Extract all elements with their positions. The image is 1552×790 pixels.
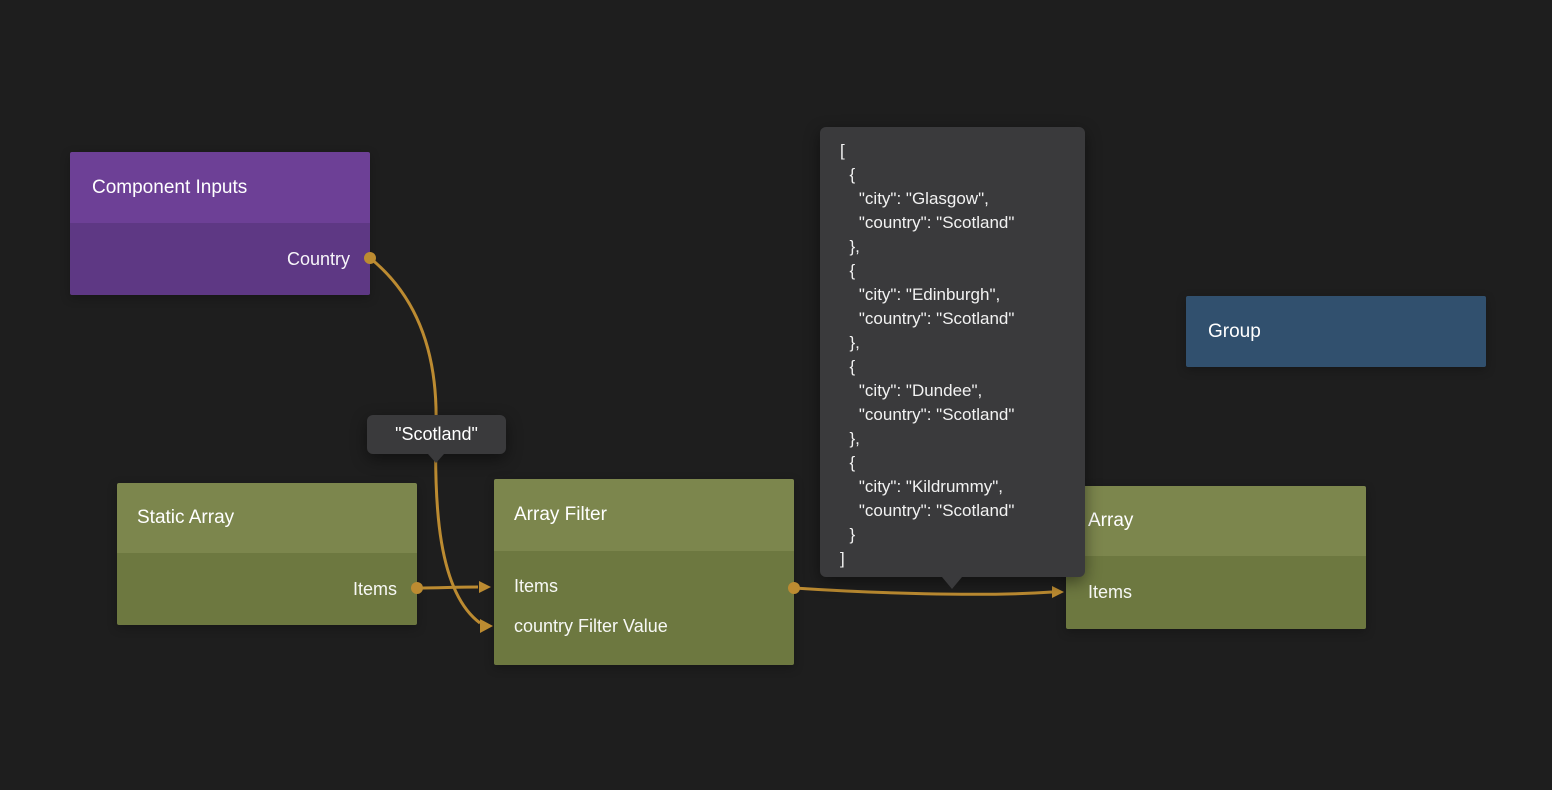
json-preview-text: [ { "city": "Glasgow", "country": "Scotl…	[840, 141, 1015, 568]
json-preview-tooltip: [ { "city": "Glasgow", "country": "Scotl…	[820, 127, 1085, 589]
node-header: Array	[1066, 486, 1366, 556]
json-tooltip-pointer	[942, 577, 962, 589]
node-body: Country	[70, 223, 370, 295]
port-country-filter-value-input[interactable]: country Filter Value	[494, 606, 794, 646]
port-label-country: Country	[286, 248, 350, 269]
node-component-inputs[interactable]: Component Inputs Country	[70, 152, 370, 295]
node-header: Array Filter	[494, 479, 794, 551]
value-tooltip-text: "Scotland"	[395, 424, 478, 444]
port-label-items: Items	[352, 578, 397, 599]
node-body: Items	[1066, 556, 1366, 629]
wire-static-array-to-filter-items[interactable]	[416, 585, 479, 590]
node-title: Static Array	[137, 507, 235, 528]
port-items-output[interactable]: Items	[117, 569, 417, 609]
port-country-output[interactable]: Country	[70, 239, 370, 279]
value-tooltip-pointer	[428, 454, 444, 463]
node-title: Array Filter	[514, 504, 607, 525]
node-title: Component Inputs	[92, 176, 248, 198]
arrowhead-filter-value-input	[480, 619, 493, 633]
node-group[interactable]: Group	[1186, 296, 1486, 367]
node-array[interactable]: Array Items	[1066, 486, 1366, 629]
node-title: Array	[1088, 510, 1134, 531]
port-label-country-filter-value: country Filter Value	[514, 615, 668, 636]
port-label-items: Items	[514, 575, 559, 596]
node-header: Static Array	[117, 483, 417, 553]
node-body: Items	[117, 553, 417, 625]
port-items-input[interactable]: Items	[494, 566, 794, 606]
arrowhead-array-items-input	[1052, 586, 1064, 598]
arrowhead-filter-items-input	[479, 581, 491, 593]
node-title: Group	[1208, 320, 1261, 342]
node-array-filter[interactable]: Array Filter Items country Filter Value	[494, 479, 794, 665]
node-body: Items country Filter Value	[494, 551, 794, 665]
port-items-input[interactable]: Items	[1066, 573, 1366, 613]
node-static-array[interactable]: Static Array Items	[117, 483, 417, 625]
wire-filter-to-array-items[interactable]	[793, 586, 1053, 596]
node-header: Component Inputs	[70, 152, 370, 223]
value-tooltip: "Scotland"	[367, 415, 506, 463]
port-label-items: Items	[1088, 582, 1133, 602]
